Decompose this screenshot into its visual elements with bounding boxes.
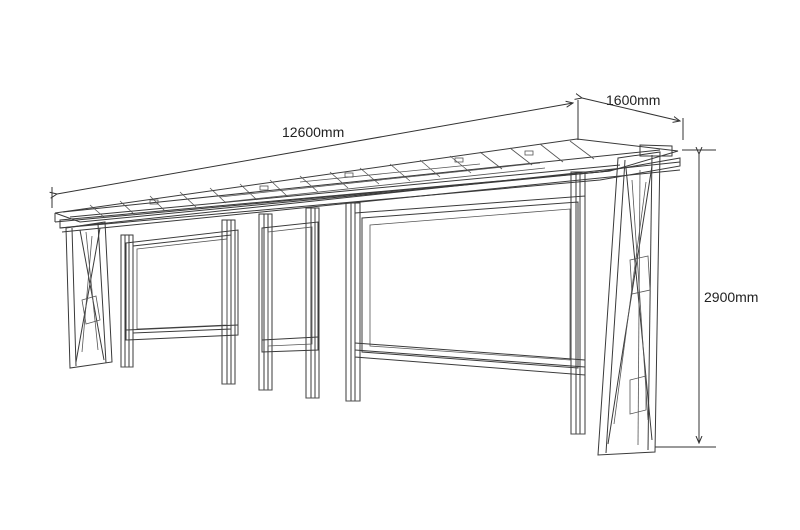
- post-bases: [121, 366, 585, 435]
- left-end-panel: [65, 221, 113, 369]
- middle-display-panel: [261, 221, 319, 353]
- height-label: 2900mm: [704, 289, 758, 305]
- length-label: 12600mm: [282, 124, 344, 140]
- middle-posts: [258, 202, 361, 402]
- depth-label: 1600mm: [606, 92, 660, 108]
- dimension-depth: 1600mm: [582, 92, 684, 140]
- right-display-panel: [354, 195, 586, 376]
- roof-structure: [54, 138, 681, 233]
- right-end-panel: [597, 151, 661, 456]
- left-display-panel: [125, 229, 239, 341]
- dimension-length: 12600mm: [52, 100, 579, 208]
- dimension-height: 2900mm: [655, 150, 758, 448]
